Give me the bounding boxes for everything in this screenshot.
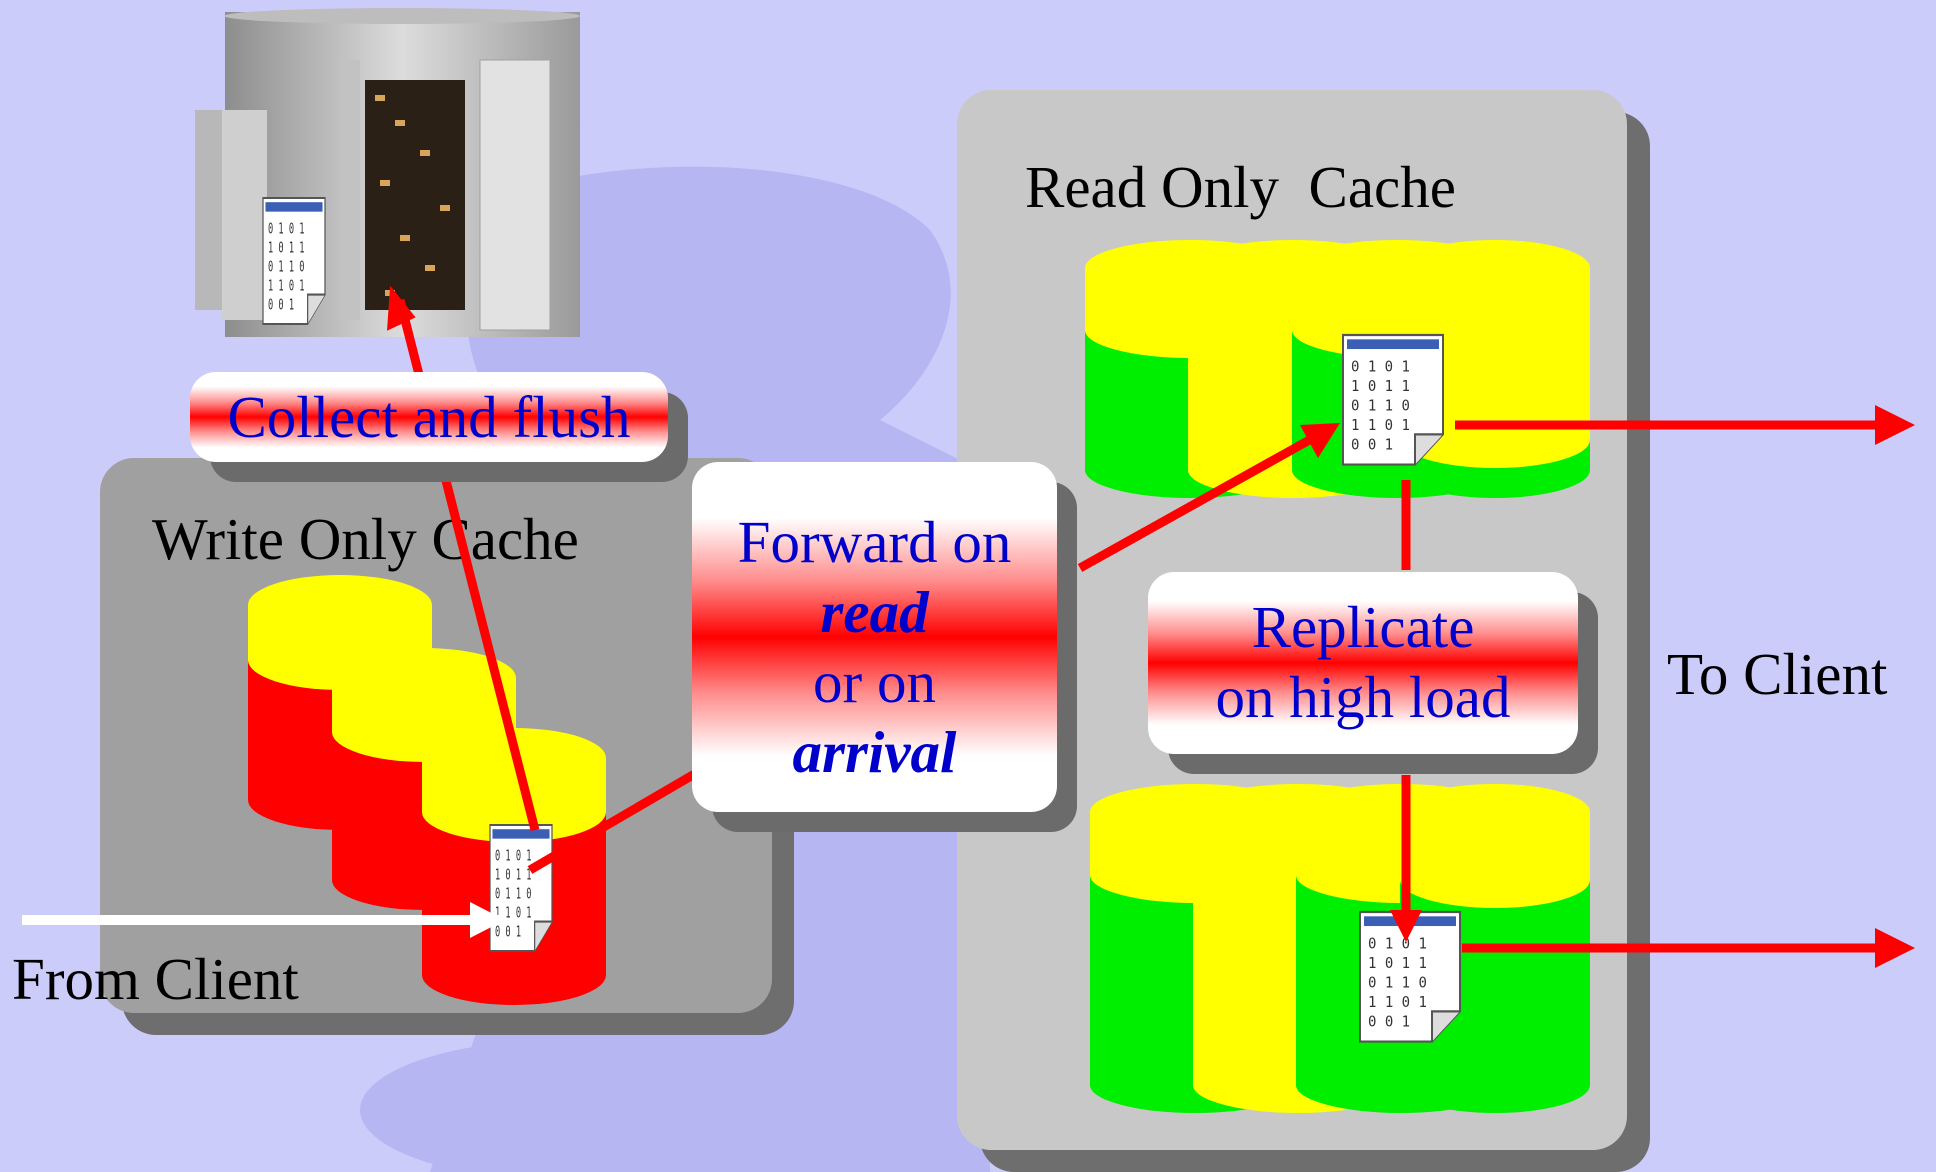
read-cache-label: Read Only Cache	[1025, 154, 1456, 220]
replicate-line-1: Replicate	[1251, 594, 1475, 660]
write-cache-label: Write Only Cache	[152, 506, 579, 572]
forward-line-2: read	[820, 579, 929, 645]
document-icon	[488, 823, 554, 953]
forward-line-1: Forward on	[737, 509, 1012, 575]
forward-line-3: or on	[813, 649, 936, 715]
to-client-label: To Client	[1667, 641, 1888, 707]
read-cylinders-top	[1085, 240, 1590, 498]
replicate-pill: Replicate on high load	[1148, 572, 1578, 754]
collect-flush-pill: Collect and flush	[190, 372, 668, 462]
forward-line-4: arrival	[792, 719, 957, 785]
forward-arrow	[527, 761, 713, 874]
document-icon	[1341, 333, 1445, 466]
from-client-label: From Client	[12, 946, 299, 1012]
replicate-line-2: on high load	[1215, 664, 1511, 730]
document-icon	[261, 196, 327, 326]
forward-pill: Forward on read or on arrival	[692, 462, 1057, 812]
collect-flush-label: Collect and flush	[227, 384, 631, 450]
